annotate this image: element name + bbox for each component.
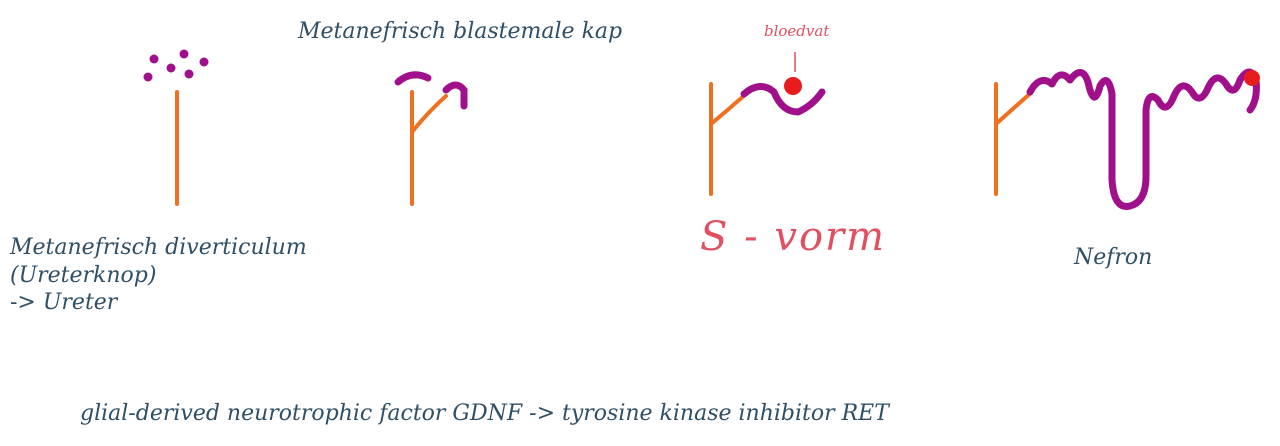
ureter-branch-2	[410, 94, 448, 134]
nephron-glomerulus	[1244, 70, 1260, 86]
label-diverticulum-line3: -> Ureter	[10, 290, 118, 315]
blastema-cell	[179, 49, 189, 59]
stage-3-s-shaped-body	[709, 52, 826, 196]
blastema-cell	[166, 63, 176, 73]
label-metanefrisch-diverticulum: Metanefrisch diverticulum (Ureterknop) -…	[10, 234, 307, 317]
blood-vessel-glomerulus	[784, 77, 802, 95]
stage-1-ureteric-bud	[143, 49, 209, 206]
blastema-cell	[184, 69, 194, 79]
label-diverticulum-line2: (Ureterknop)	[10, 262, 157, 288]
label-diverticulum-line1: Metanefrisch diverticulum	[10, 235, 307, 260]
blastema-cell	[199, 57, 209, 67]
stage-4-nefron	[994, 68, 1260, 210]
blastemal-cap-right	[442, 81, 468, 110]
label-bloedvat: bloedvat	[764, 22, 830, 40]
label-s-vorm: S - vorm	[700, 214, 887, 260]
label-nefron: Nefron	[1074, 245, 1153, 270]
nephron-tubule	[1026, 68, 1260, 210]
blastema-cell	[143, 72, 153, 82]
s-shaped-tubule	[740, 83, 826, 116]
stage-2-blastemal-cap	[394, 71, 468, 206]
label-gdnf-ret: glial-derived neurotrophic factor GDNF -…	[80, 401, 889, 426]
ureter-branch-4	[994, 90, 1034, 126]
ureter-branch-3	[709, 92, 748, 126]
blastema-cell	[149, 54, 159, 64]
label-blastemale-kap: Metanefrisch blastemale kap	[298, 19, 623, 44]
blastemal-cap-left	[394, 71, 432, 86]
